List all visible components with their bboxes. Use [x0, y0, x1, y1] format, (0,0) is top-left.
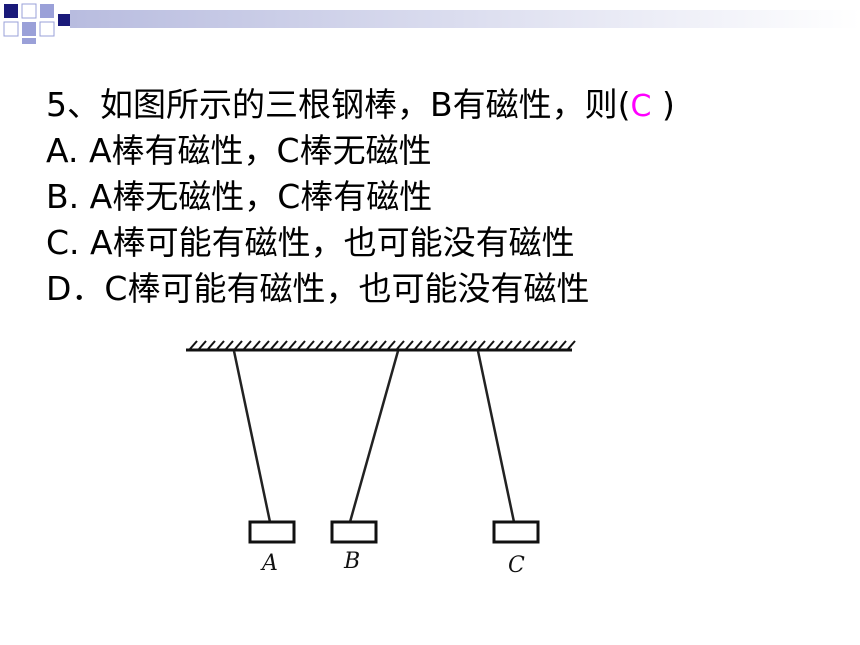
ceiling-hatch-mark — [324, 340, 333, 350]
option-b: B. A棒无磁性，C棒有磁性 — [46, 177, 433, 216]
ceiling-hatch-mark — [540, 340, 549, 350]
string-c — [476, 350, 516, 523]
question-block: 5、如图所示的三根钢棒，B有磁性，则(C ) A. A棒有磁性，C棒无磁性 B.… — [46, 82, 675, 312]
question-stem-close: ) — [651, 85, 675, 124]
ceiling-hatch-mark — [225, 340, 234, 350]
question-stem-text: 5、如图所示的三根钢棒，B有磁性，则( — [46, 85, 631, 124]
ceiling-hatch-mark — [513, 340, 522, 350]
ceiling-hatch-mark — [207, 340, 216, 350]
ceiling-hatch-mark — [504, 340, 513, 350]
ceiling-hatch-mark — [279, 340, 288, 350]
rod-b — [330, 520, 378, 544]
ceiling-hatch-mark — [297, 340, 306, 350]
ceiling-hatch-mark — [288, 340, 297, 350]
ceiling-hatch-mark — [414, 340, 423, 350]
question-stem: 5、如图所示的三根钢棒，B有磁性，则(C ) — [46, 82, 675, 128]
ceiling-hatch-mark — [378, 340, 387, 350]
ceiling-hatch-mark — [522, 340, 531, 350]
ceiling-hatch-mark — [234, 340, 243, 350]
slide-header-decoration — [3, 3, 860, 44]
ceiling-hatch-mark — [396, 340, 405, 350]
ceiling-hatch-mark — [405, 340, 414, 350]
option-c: C. A棒可能有磁性，也可能没有磁性 — [46, 223, 575, 262]
ceiling-hatch-mark — [423, 340, 432, 350]
ceiling-hatch-mark — [486, 340, 495, 350]
ceiling-support — [186, 340, 576, 352]
ceiling-hatch-mark — [333, 340, 342, 350]
label-b: B — [343, 549, 360, 574]
ceiling-hatch-mark — [441, 340, 450, 350]
string-b — [348, 350, 400, 523]
label-a: A — [260, 551, 278, 576]
ceiling-hatch-mark — [243, 340, 252, 350]
ceiling-hatch-mark — [432, 340, 441, 350]
rod-c — [492, 520, 540, 544]
ceiling-hatch-mark — [189, 340, 198, 350]
ceiling-hatch-mark — [261, 340, 270, 350]
ceiling-hatch-mark — [369, 340, 378, 350]
option-a: A. A棒有磁性，C棒无磁性 — [46, 131, 432, 170]
ceiling-hatch-mark — [450, 340, 459, 350]
ceiling-hatch-mark — [270, 340, 279, 350]
ceiling-hatch-mark — [342, 340, 351, 350]
ceiling-hatch-mark — [198, 340, 207, 350]
answer-text: C — [630, 89, 652, 124]
ceiling-hatch-mark — [549, 340, 558, 350]
ceiling-hatch-mark — [306, 340, 315, 350]
ceiling-hatch-mark — [315, 340, 324, 350]
ceiling-hatch-mark — [351, 340, 360, 350]
ceiling-hatch-mark — [252, 340, 261, 350]
ceiling-hatch-mark — [567, 340, 576, 350]
ceiling-hatch-mark — [477, 340, 486, 350]
option-d: D．C棒可能有磁性，也可能没有磁性 — [46, 269, 590, 308]
ceiling-hatch-mark — [558, 340, 567, 350]
ceiling-hatch-mark — [531, 340, 540, 350]
string-a — [232, 350, 272, 523]
rod-a — [248, 520, 296, 544]
ceiling-hatch-mark — [468, 340, 477, 350]
ceiling-hatch-mark — [387, 340, 396, 350]
ceiling-hatch-mark — [495, 340, 504, 350]
ceiling-hatch-mark — [216, 340, 225, 350]
ceiling-hatch-mark — [459, 340, 468, 350]
ceiling-hatch-mark — [360, 340, 369, 350]
steel-rods-diagram: A B C — [186, 340, 576, 578]
label-c: C — [508, 553, 525, 578]
